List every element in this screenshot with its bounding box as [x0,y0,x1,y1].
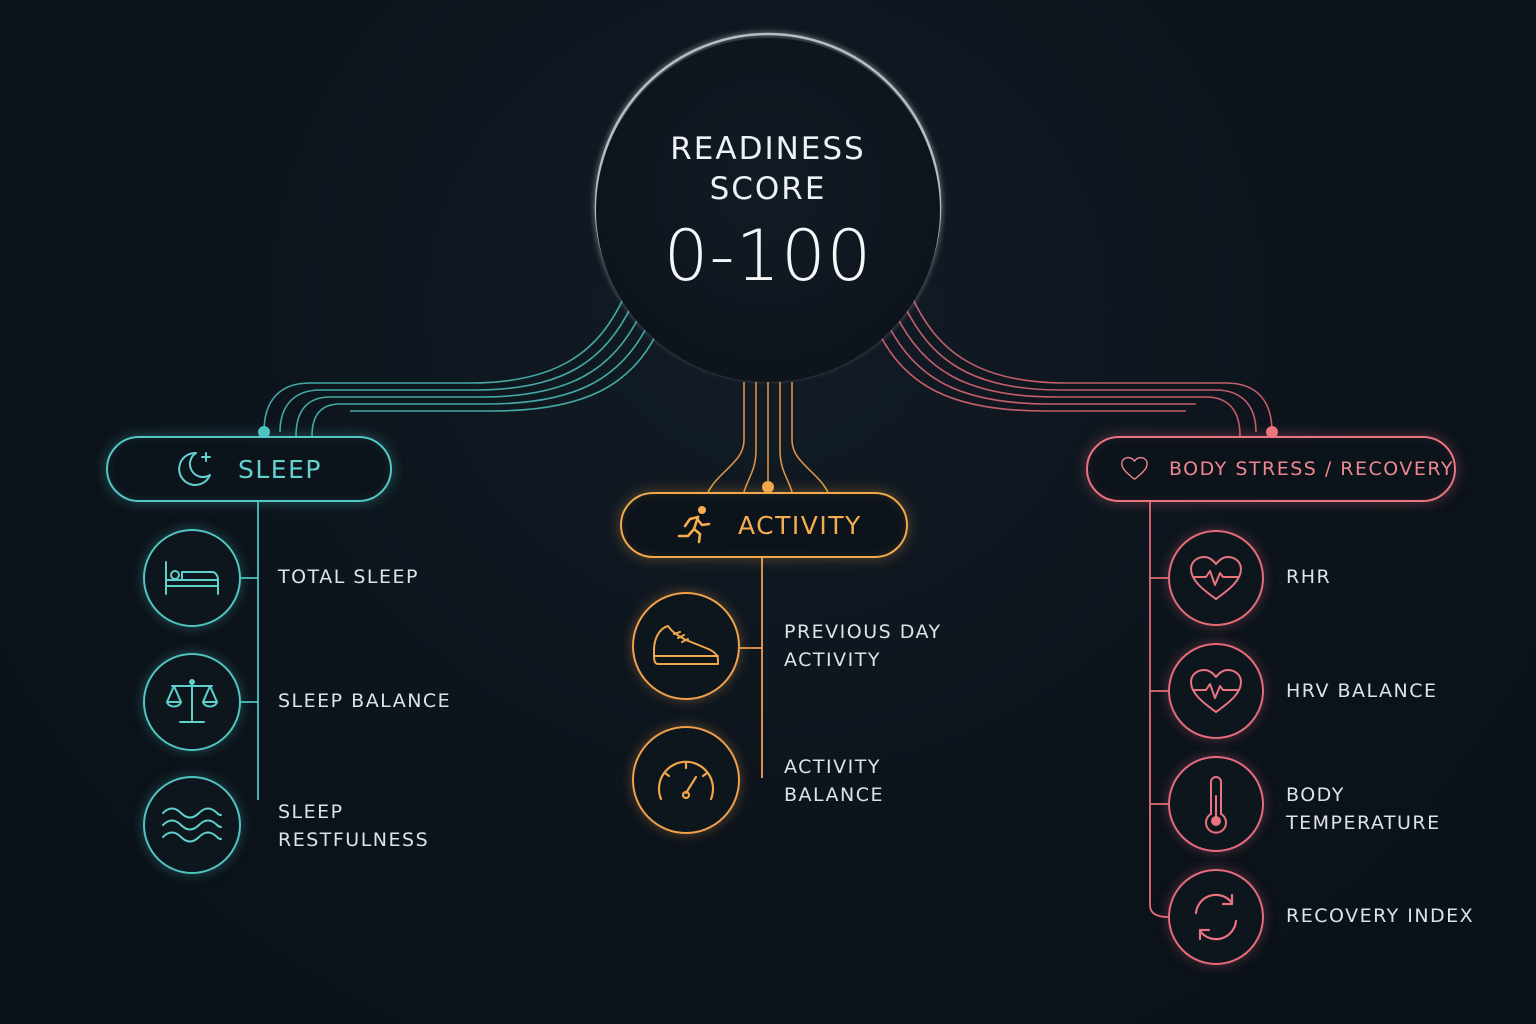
moon-star-icon [178,451,211,486]
heart-icon [1121,456,1148,480]
heart-pulse-icon [1190,556,1242,600]
sleep-tree [240,502,259,800]
refresh-icon [1194,893,1238,941]
metric-label-recovery-index: RECOVERY INDEX [1286,905,1475,927]
metric-label-sleep-balance: SLEEP BALANCE [278,690,452,712]
category-pill-sleep: SLEEP [106,436,392,502]
hub-range: 0-100 [663,215,873,297]
scale-icon [166,679,218,723]
stress-tree [1149,502,1169,918]
recovery-index-circle [1168,869,1264,965]
gauge-icon [657,760,715,801]
metric-label-activity-balance: ACTIVITY BALANCE [784,756,885,806]
hub-title: READINESS SCORE [670,131,866,207]
sleep-restfulness-circle [143,776,241,874]
hrv-balance-circle [1168,643,1264,739]
runner-icon [677,506,711,544]
activity-tree [740,558,763,778]
rhr-circle [1168,530,1264,626]
metric-label-sleep-restfulness: SLEEP RESTFULNESS [278,801,430,851]
metric-label-rhr: RHR [1286,566,1332,588]
category-pill-activity: ACTIVITY [620,492,908,558]
body-temperature-circle [1168,756,1264,852]
waves-icon [162,807,222,843]
category-pill-body-stress: BODY STRESS / RECOVERY [1086,436,1456,502]
sleep-connector [263,294,657,437]
total-sleep-circle [143,529,241,627]
activity-label: ACTIVITY [738,510,862,540]
previous-day-activity-circle [632,592,740,700]
stress-junction-dot [1266,426,1278,438]
activity-junction-dot [762,481,774,493]
heart-pulse-icon [1190,669,1242,713]
shoe-icon [653,625,719,665]
stress-connector [879,294,1273,437]
body-stress-label: BODY STRESS / RECOVERY [1168,458,1454,480]
metric-label-total-sleep: TOTAL SLEEP [278,566,419,588]
bed-icon [165,561,219,595]
metric-label-previous-day-activity: PREVIOUS DAY ACTIVITY [784,621,942,671]
sleep-balance-circle [143,653,241,751]
readiness-score-hub: READINESS SCORE 0-100 [596,38,940,382]
activity-connector [707,382,829,493]
thermometer-icon [1205,776,1227,834]
sleep-junction-dot [258,426,270,438]
metric-label-hrv-balance: HRV BALANCE [1286,680,1438,702]
activity-balance-circle [632,726,740,834]
sleep-label: SLEEP [238,454,322,484]
metric-label-body-temperature: BODY TEMPERATURE [1286,784,1441,834]
